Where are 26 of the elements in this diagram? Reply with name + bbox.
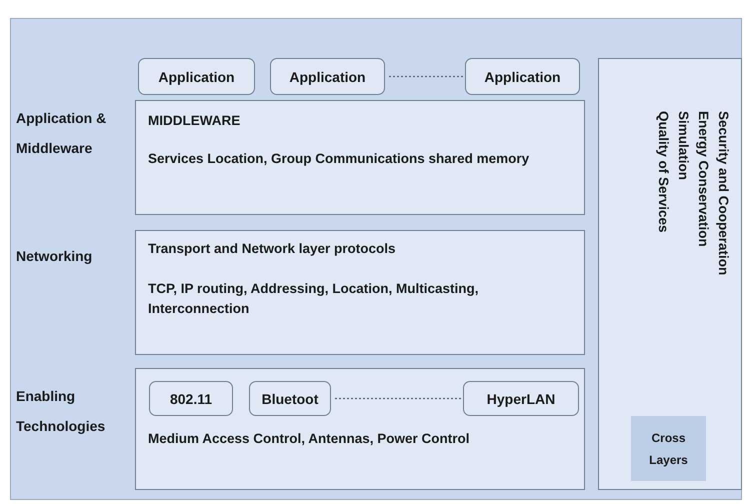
box-label: Bluetoot <box>262 390 318 406</box>
box-label: Cross Layers <box>648 430 689 468</box>
technology-box <box>149 381 233 416</box>
technology-box <box>463 381 579 416</box>
layer-description: Services Location, Group Communications shared memory <box>148 150 530 168</box>
box-label: 802.11 <box>170 390 212 406</box>
layer-name: Enabling Technologies <box>16 387 106 436</box>
application-box <box>270 58 385 95</box>
dotted-connector <box>389 76 464 78</box>
box-label: Application <box>484 68 561 84</box>
box-label: Application <box>158 68 235 84</box>
layer-heading: MIDDLEWARE <box>148 112 242 130</box>
box-label: Application <box>289 68 366 84</box>
cross-layer-topics: Security and Cooperation Energy Conservation Simulation Quality of Services <box>655 111 732 278</box>
application-box <box>138 58 255 95</box>
dotted-connector <box>335 398 462 400</box>
box-label: HyperLAN <box>486 390 556 406</box>
cross-layers-box <box>631 416 706 481</box>
layer-name: Networking <box>16 247 94 266</box>
layer-name: Application & Middleware <box>16 109 108 158</box>
application-box <box>465 58 580 95</box>
layer-description: TCP, IP routing, Addressing, Location, Multicasting, Interconnection <box>148 280 480 318</box>
cross-layer-box <box>598 58 742 490</box>
technology-box <box>249 381 331 416</box>
layer-description: Medium Access Control, Antennas, Power Control <box>148 430 471 448</box>
layer-heading: Transport and Network layer protocols <box>148 240 397 258</box>
